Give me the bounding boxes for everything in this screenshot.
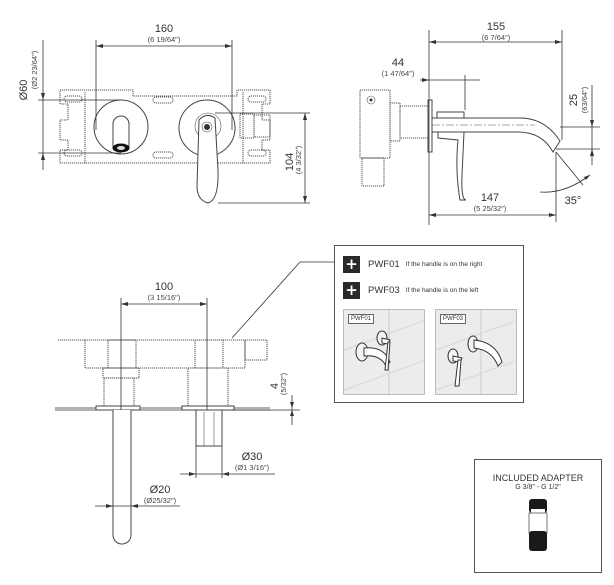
adapter-spec: G 3/8" - G 1/2" [515,484,561,491]
dim-25: 25 [568,94,580,106]
dim-44-imperial: (1 47/64") [382,69,415,78]
variant-row-pwf03[interactable]: + PWF03 If the handle is on the left [343,281,478,299]
dim-25-imperial: (63/64") [580,86,589,113]
variant-panel: + PWF01 If the handle is on the right + … [334,245,524,403]
variant-row-pwf01[interactable]: + PWF01 If the handle is on the right [343,255,482,273]
front-view [38,40,310,204]
dim-dia30: Ø30 [242,451,263,463]
dim-dia60: Ø60 [18,80,30,101]
plus-icon[interactable]: + [343,281,360,299]
dim-dia20: Ø20 [150,484,171,496]
adapter-icon [528,499,548,551]
dim-dia20-imperial: (Ø25/32") [144,496,177,505]
dim-104-imperial: (4 3/32") [294,145,303,174]
included-adapter-panel: INCLUDED ADAPTER G 3/8" - G 1/2" [474,459,602,573]
lever-handle [196,114,219,204]
thumbnail-tag: PWF03 [440,314,467,324]
plus-icon[interactable]: + [343,255,360,273]
adapter-title: INCLUDED ADAPTER [492,473,584,483]
thumbnail-pwf03: PWF03 [435,309,517,395]
dim-100-imperial: (3 15/16") [148,293,181,302]
dim-100: 100 [155,281,173,293]
dim-155: 155 [487,21,505,33]
variant-code: PWF03 [368,284,400,296]
dim-147: 147 [481,192,499,204]
dim-angle-35: 35° [565,195,582,207]
dim-4: 4 [269,383,281,389]
variant-description: If the handle is on the right [405,260,483,268]
dim-4-imperial: (5/32") [279,372,288,395]
dim-147-imperial: (5 25/32") [474,204,507,213]
dim-160: 160 [155,23,173,35]
side-view [359,30,600,225]
top-view [55,261,334,545]
dim-155-imperial: (6 7/64") [482,33,511,42]
dim-dia30-imperial: (Ø1 3/16") [235,463,270,472]
dim-44: 44 [392,57,404,69]
thumbnail-pwf01: PWF01 [343,309,425,395]
variant-description: If the handle is on the left [405,286,479,294]
dim-dia60-imperial: (Ø2 23/64") [30,50,39,89]
variant-code: PWF01 [368,258,400,270]
faucet-right-handle-illustration [344,310,424,394]
dim-160-imperial: (6 19/64") [148,35,181,44]
faucet-left-handle-illustration [436,310,516,394]
dim-104: 104 [284,153,296,171]
thumbnail-tag: PWF01 [348,314,375,324]
spout [431,117,561,153]
